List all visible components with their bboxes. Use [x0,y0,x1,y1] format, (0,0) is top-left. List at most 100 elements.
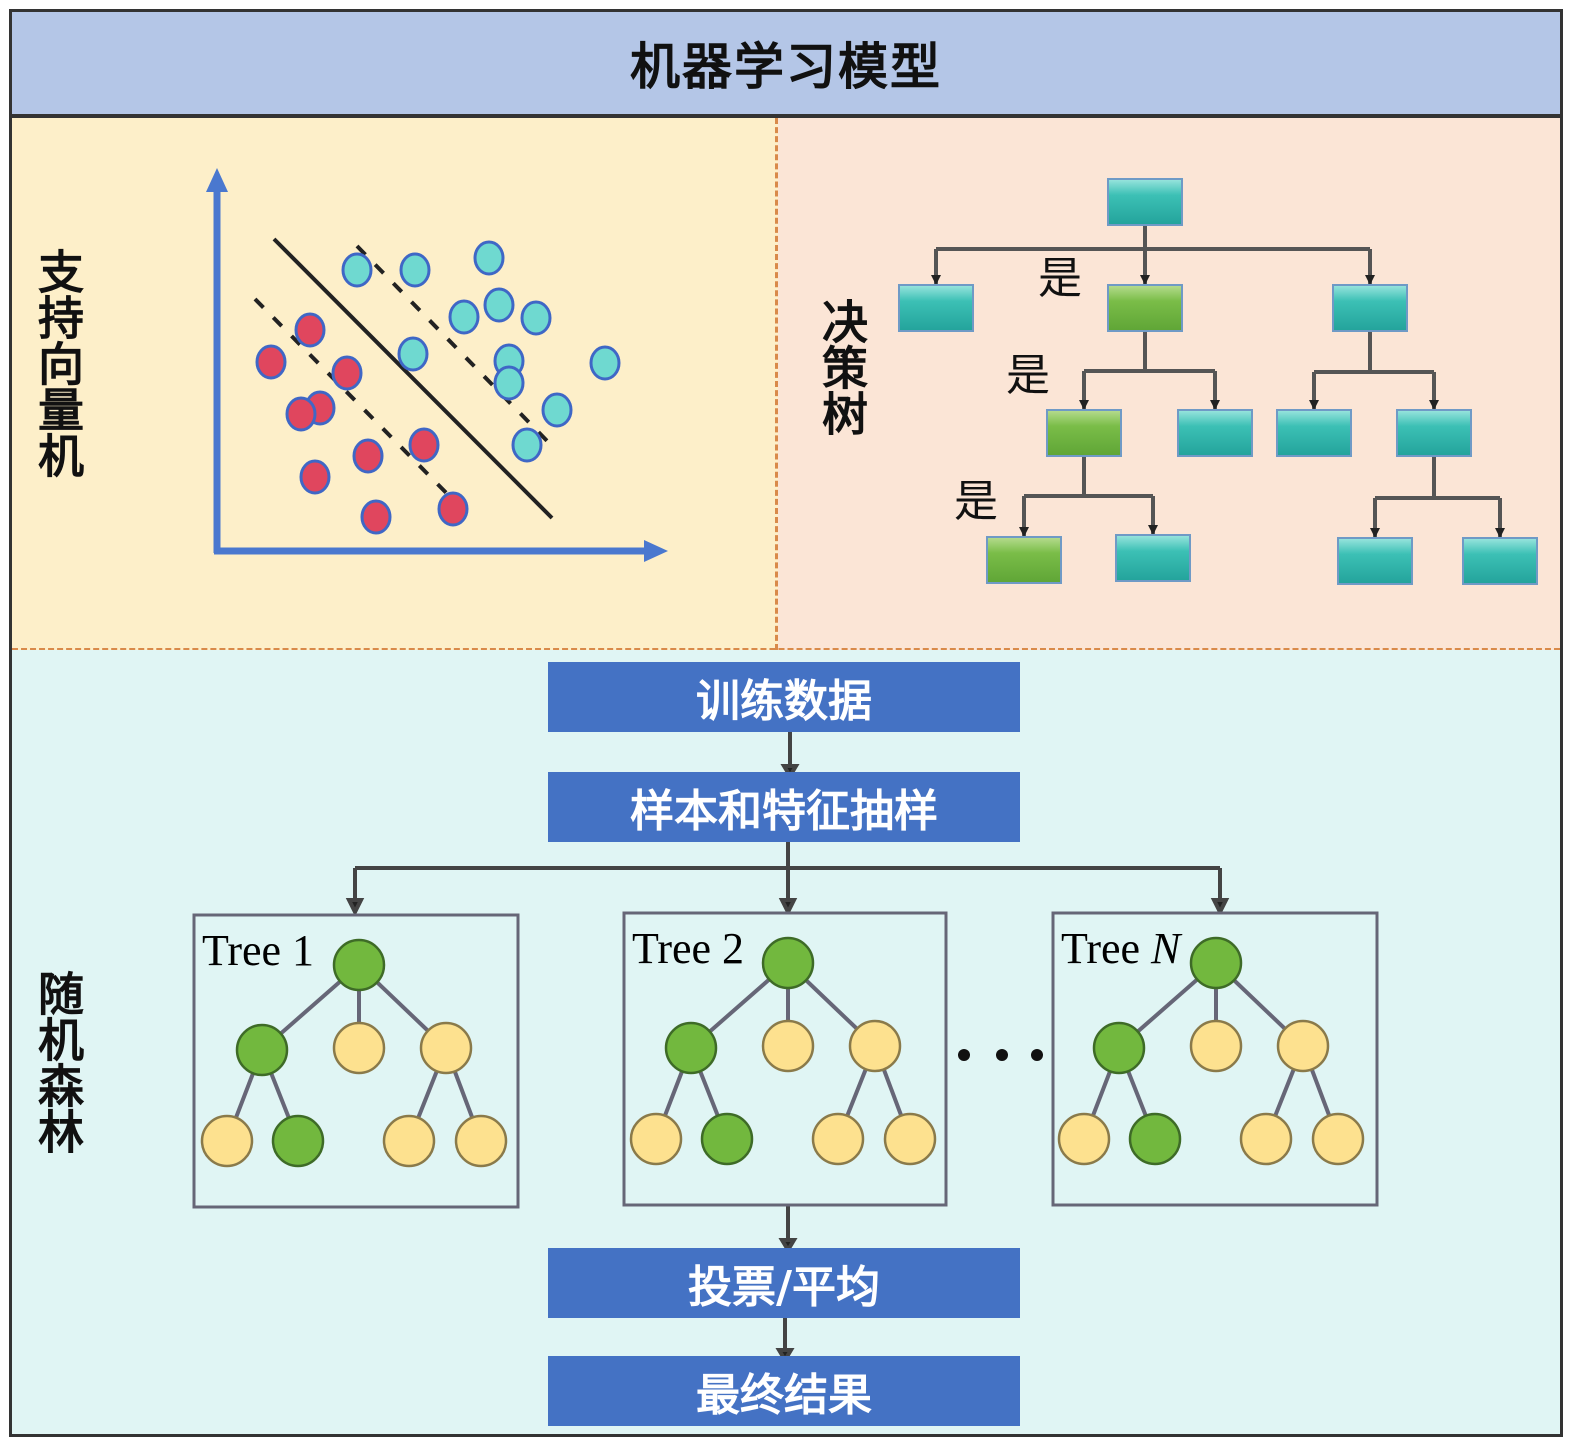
tree-node [811,1112,865,1166]
tree-node [848,1019,902,1073]
tree-node [629,1112,683,1166]
decision-node [1332,284,1408,332]
arrow-icon [1210,400,1220,410]
diagram-title: 机器学习模型 [630,38,942,96]
decision-node [1177,409,1253,457]
tree-node [883,1112,937,1166]
svm-point-class-a [437,491,469,527]
tree-label: Tree N [1061,924,1183,973]
svm-panel: 支持向量机 [12,118,778,650]
tree-node-selected [1128,1112,1182,1166]
arrow-icon [345,898,365,917]
svm-margin-upper [355,244,556,450]
yes-label: 是 [1038,253,1082,304]
panel-divider-horizontal [12,648,1560,651]
svm-point-class-b [341,252,373,288]
tree-node-selected [1189,936,1243,990]
arrow-icon [780,764,800,780]
svm-point-class-b [399,252,431,288]
tree-node-selected [761,936,815,990]
diagram-frame: 机器学习模型 支持向量机 决策树 [9,9,1563,1437]
svm-point-class-b [511,427,543,463]
svm-point-class-a [294,312,326,348]
arrow-icon [1210,898,1230,917]
arrow-icon [1148,525,1158,535]
tree-node [1189,1019,1243,1073]
svm-point-class-a [299,459,331,495]
tree-node-selected [700,1112,754,1166]
tree-node [1311,1112,1365,1166]
arrow-icon [1370,528,1380,538]
yes-label: 是 [1006,350,1050,401]
ellipsis-icon [958,1049,1043,1061]
svm-point-class-a [352,438,384,474]
tree-node [332,1021,386,1075]
arrow-icon [778,898,798,917]
decision-node [898,284,974,332]
sampling-box: 样本和特征抽样 [548,772,1020,842]
tree-3-box: Tree N [1051,911,1379,1207]
svm-point-class-b [473,240,505,276]
arrow-icon [1365,275,1375,285]
tree-label: Tree 2 [632,924,744,973]
svm-point-class-a [331,355,363,391]
diagram-header: 机器学习模型 [12,12,1560,118]
svm-point-class-b [589,345,621,381]
decision-tree-label: 决策树 [815,298,869,436]
decision-node [1462,537,1538,585]
arrow-icon [1429,400,1439,410]
tree-node-selected [664,1021,718,1075]
panel-divider-vertical [775,118,778,650]
decision-node [1396,409,1472,457]
sampling-label: 样本和特征抽样 [630,786,938,837]
tree-node [382,1114,436,1168]
svm-point-class-b [520,300,552,336]
decision-tree-panel: 决策树 是 是 是 [778,118,1560,650]
arrow-icon [1079,400,1089,410]
arrow-icon [778,1238,798,1254]
decision-node [1337,537,1413,585]
tree-node-selected [1092,1021,1146,1075]
svm-point-class-b [493,365,525,401]
tree-node [1239,1112,1293,1166]
svm-point-class-a [285,396,317,432]
tree-node-selected [235,1023,289,1077]
tree-2-box: Tree 2 [622,911,948,1207]
svm-point-class-a [255,344,287,380]
svm-point-class-b [541,392,573,428]
training-data-label: 训练数据 [696,676,872,727]
tree-node-selected [332,938,386,992]
svm-point-class-a [408,427,440,463]
x-axis-arrow-icon [644,540,668,562]
y-axis-arrow-icon [206,168,228,192]
random-forest-graphic: Tree 1 Tree 2 Tree N [192,732,1379,1364]
tree-node [454,1114,508,1168]
arrow-icon [1019,527,1029,537]
svm-point-class-a [360,499,392,535]
yes-label: 是 [954,476,998,527]
tree-node [1276,1019,1330,1073]
decision-node [1115,534,1191,582]
svm-plot [206,168,668,562]
final-result-label: 最终结果 [696,1370,872,1421]
tree-node [1057,1112,1111,1166]
decision-node-yes-path [1107,284,1183,332]
decision-node [1276,409,1352,457]
decision-tree-graphic: 是 是 是 [898,178,1538,585]
tree-node [761,1019,815,1073]
arrow-icon [1495,528,1505,538]
random-forest-label: 随机森林 [31,970,85,1154]
vote-average-box: 投票/平均 [548,1248,1020,1318]
svm-point-class-b [397,336,429,372]
decision-node [1107,178,1183,226]
arrow-icon [1140,275,1150,285]
decision-node-yes-path [1046,409,1122,457]
arrow-icon [1309,400,1319,410]
svm-point-class-b [483,287,515,323]
decision-node-yes-path [986,536,1062,584]
svm-point-class-b [448,299,480,335]
tree-node [200,1114,254,1168]
svm-hyperplane [272,237,554,520]
tree-label: Tree 1 [202,926,314,975]
